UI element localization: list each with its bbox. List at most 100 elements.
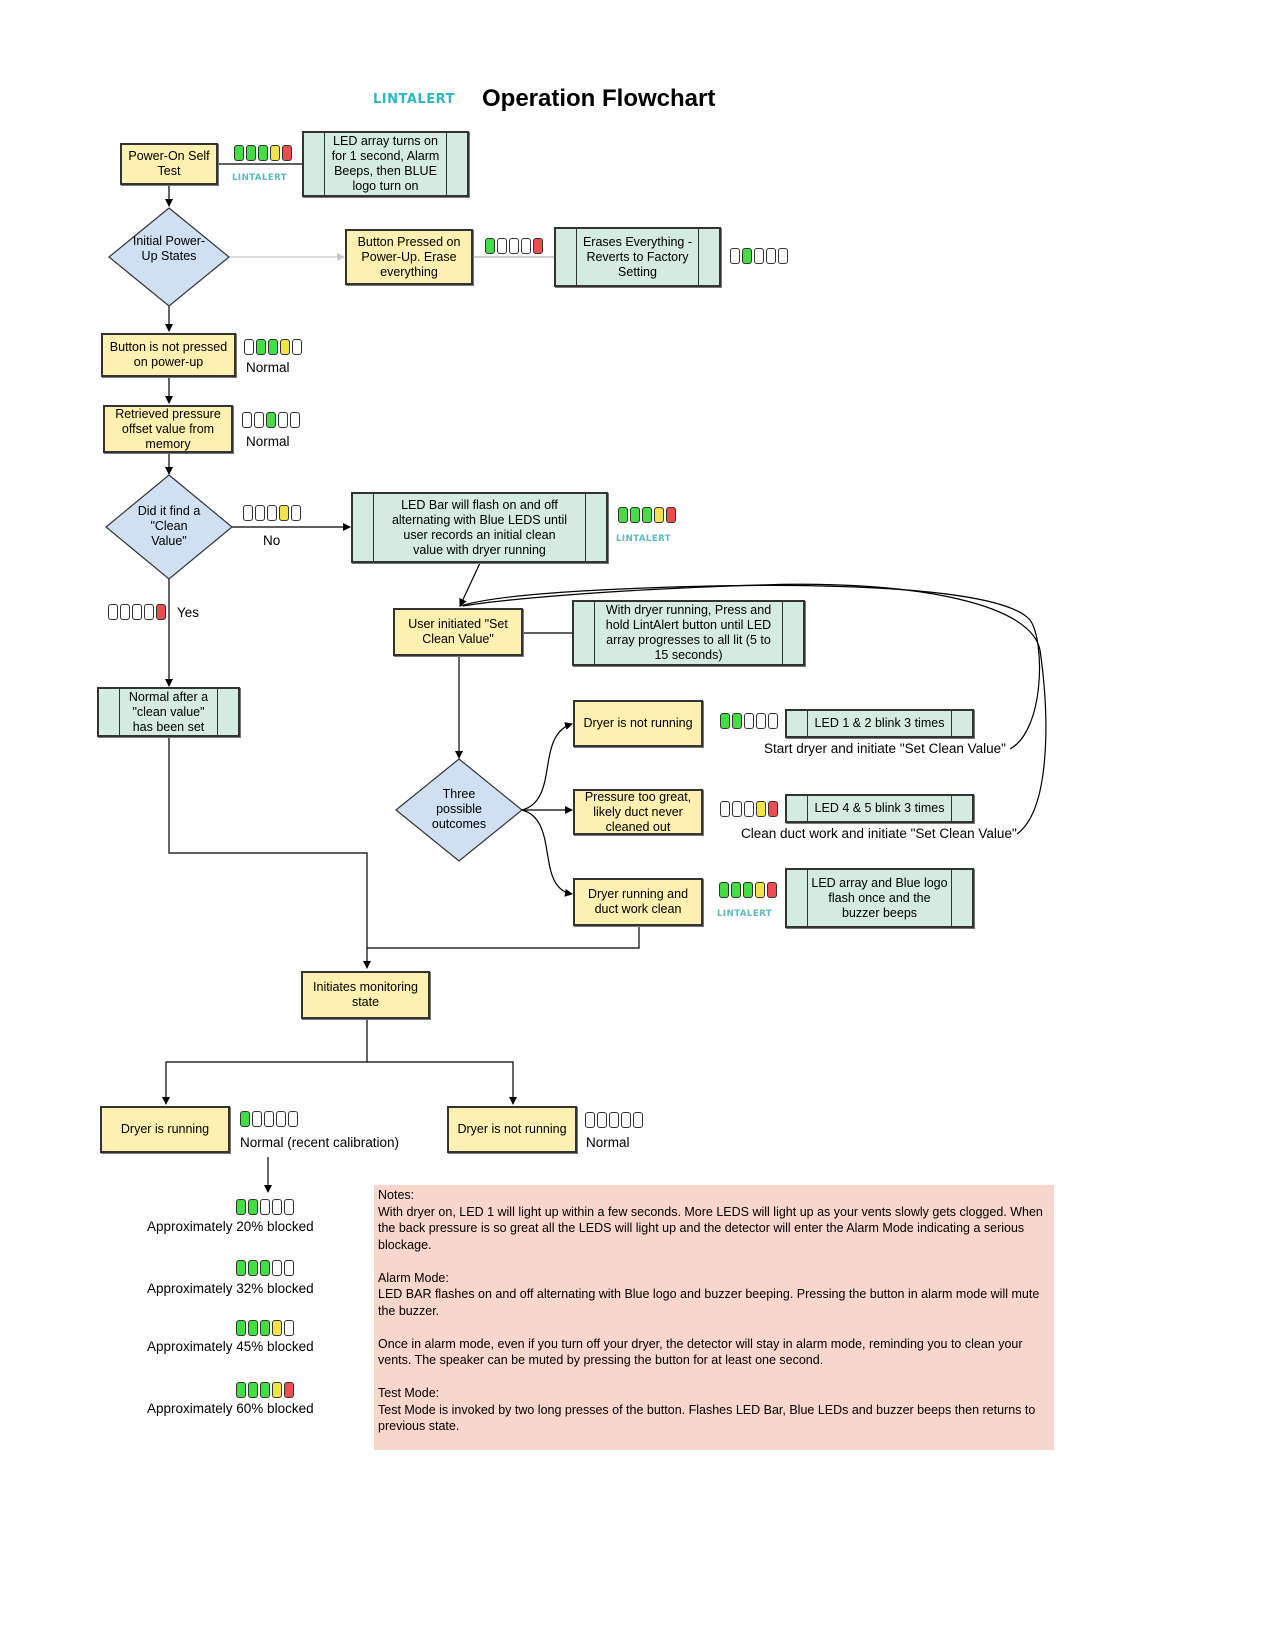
node-dryer-not-running-1: Dryer is not running xyxy=(573,700,703,747)
label-normal-3: Normal xyxy=(586,1135,630,1150)
led-1-green xyxy=(485,238,495,254)
led-4-yellow xyxy=(280,339,290,355)
label-yes: Yes xyxy=(177,605,200,620)
led-array xyxy=(730,248,788,264)
led-array xyxy=(243,505,301,521)
led-1-green xyxy=(236,1320,246,1336)
brand-logo-small: LINTALERT xyxy=(616,534,672,544)
line-normalafter-merge xyxy=(168,737,371,969)
decision-three-label: Three possible outcomes xyxy=(431,787,487,831)
curve-three-notrunning xyxy=(521,722,573,811)
led-3-off xyxy=(744,801,754,817)
notes-test-text: Test Mode is invoked by two long presses… xyxy=(378,1402,1036,1434)
node-dryer-not-running-2: Dryer is not running xyxy=(447,1106,577,1153)
led-1-green xyxy=(236,1382,246,1398)
led-1-green xyxy=(618,507,628,523)
led-3-off xyxy=(267,505,277,521)
led-4-off xyxy=(272,1260,282,1276)
led-array xyxy=(234,145,292,161)
led-1-green xyxy=(719,882,729,898)
led-3-green xyxy=(268,339,278,355)
node-retrieved: Retrieved pressure offset value from mem… xyxy=(103,405,233,453)
node-erases: Erases Everything - Reverts to Factory S… xyxy=(554,227,721,287)
notes-alarm-text: LED BAR flashes on and off alternating w… xyxy=(378,1287,1040,1318)
brand-logo-small: LINTALERT xyxy=(232,173,288,183)
led-1-green xyxy=(240,1111,250,1127)
led-1-off xyxy=(720,801,730,817)
led-3-green xyxy=(260,1320,270,1336)
led-3-green xyxy=(258,145,268,161)
notes-heading: Notes: xyxy=(378,1188,415,1202)
led-array xyxy=(236,1260,294,1276)
led-2-green xyxy=(248,1199,258,1215)
notes-paragraph: Once in alarm mode, even if you turn off… xyxy=(378,1336,1023,1368)
node-not-pressed: Button is not pressed on power-up xyxy=(101,333,236,377)
label-blocked-45: Approximately 45% blocked xyxy=(147,1339,314,1354)
led-2-green xyxy=(731,882,741,898)
led-5-red xyxy=(768,801,778,817)
led-4-yellow xyxy=(272,1320,282,1336)
label-blocked-20: Approximately 20% blocked xyxy=(147,1219,314,1234)
led-2-green xyxy=(246,145,256,161)
led-5-off xyxy=(292,339,302,355)
node-led12: LED 1 & 2 blink 3 times xyxy=(785,709,974,738)
led-5-off xyxy=(284,1320,294,1336)
led-1-off xyxy=(243,505,253,521)
led-array xyxy=(236,1199,294,1215)
node-initiates: Initiates monitoring state xyxy=(301,971,430,1019)
led-2-off xyxy=(120,604,130,620)
led-1-off xyxy=(244,339,254,355)
led-5-off xyxy=(768,713,778,729)
led-4-yellow xyxy=(654,507,664,523)
led-array xyxy=(240,1111,298,1127)
arrow-ledbar-userinit xyxy=(459,562,481,607)
led-1-off xyxy=(730,248,740,264)
decision-initial-label: Initial Power-Up States xyxy=(132,234,206,263)
decision-didfind-label: Did it find a "Clean Value" xyxy=(137,504,201,548)
led-4-off xyxy=(521,238,531,254)
curve-loop-cleanduct xyxy=(462,583,1047,835)
led-2-green xyxy=(248,1320,258,1336)
led-4-yellow xyxy=(756,801,766,817)
notes-paragraph: With dryer on, LED 1 will light up withi… xyxy=(378,1204,1043,1252)
label-clean-duct: Clean duct work and initiate "Set Clean … xyxy=(741,826,1017,841)
led-2-off xyxy=(254,412,264,428)
label-normal-recent: Normal (recent calibration) xyxy=(240,1135,400,1150)
label-start-dryer: Start dryer and initiate "Set Clean Valu… xyxy=(764,741,1006,756)
curve-loop-startdryer xyxy=(459,584,1041,750)
led-5-off xyxy=(284,1199,294,1215)
led-5-off xyxy=(291,505,301,521)
arrow-initiates-running xyxy=(162,1019,368,1105)
node-power-on: Power-On Self Test xyxy=(120,143,218,185)
led-5-red xyxy=(533,238,543,254)
node-pressure-great: Pressure too great, likely duct never cl… xyxy=(573,789,703,835)
label-blocked-60: Approximately 60% blocked xyxy=(147,1401,314,1416)
led-5-red xyxy=(666,507,676,523)
led-3-green xyxy=(743,882,753,898)
led-array xyxy=(236,1320,294,1336)
node-dryer-running: Dryer is running xyxy=(100,1106,230,1153)
led-5-red xyxy=(282,145,292,161)
led-2-off xyxy=(255,505,265,521)
led-5-off xyxy=(284,1260,294,1276)
led-4-off xyxy=(144,604,154,620)
node-led-blue-flash: LED array and Blue logo flash once and t… xyxy=(785,868,974,928)
led-2-off xyxy=(252,1111,262,1127)
led-2-green xyxy=(248,1382,258,1398)
led-5-off xyxy=(778,248,788,264)
notes-panel: Notes: With dryer on, LED 1 will light u… xyxy=(374,1185,1054,1450)
node-led-turns-on: LED array turns on for 1 second, Alarm B… xyxy=(302,131,469,197)
led-2-off xyxy=(732,801,742,817)
led-array xyxy=(585,1112,643,1128)
arrow-initiates-notrunning xyxy=(367,1061,517,1105)
led-array xyxy=(244,339,302,355)
led-3-green xyxy=(260,1260,270,1276)
led-4-off xyxy=(276,1111,286,1127)
led-1-green xyxy=(234,145,244,161)
decision-three-shape xyxy=(395,758,523,862)
led-array xyxy=(236,1382,294,1398)
node-user-initiated: User initiated "Set Clean Value" xyxy=(393,608,523,656)
led-2-green xyxy=(742,248,752,264)
led-4-off xyxy=(272,1199,282,1215)
node-dryer-running-clean: Dryer running and duct work clean xyxy=(573,878,703,926)
